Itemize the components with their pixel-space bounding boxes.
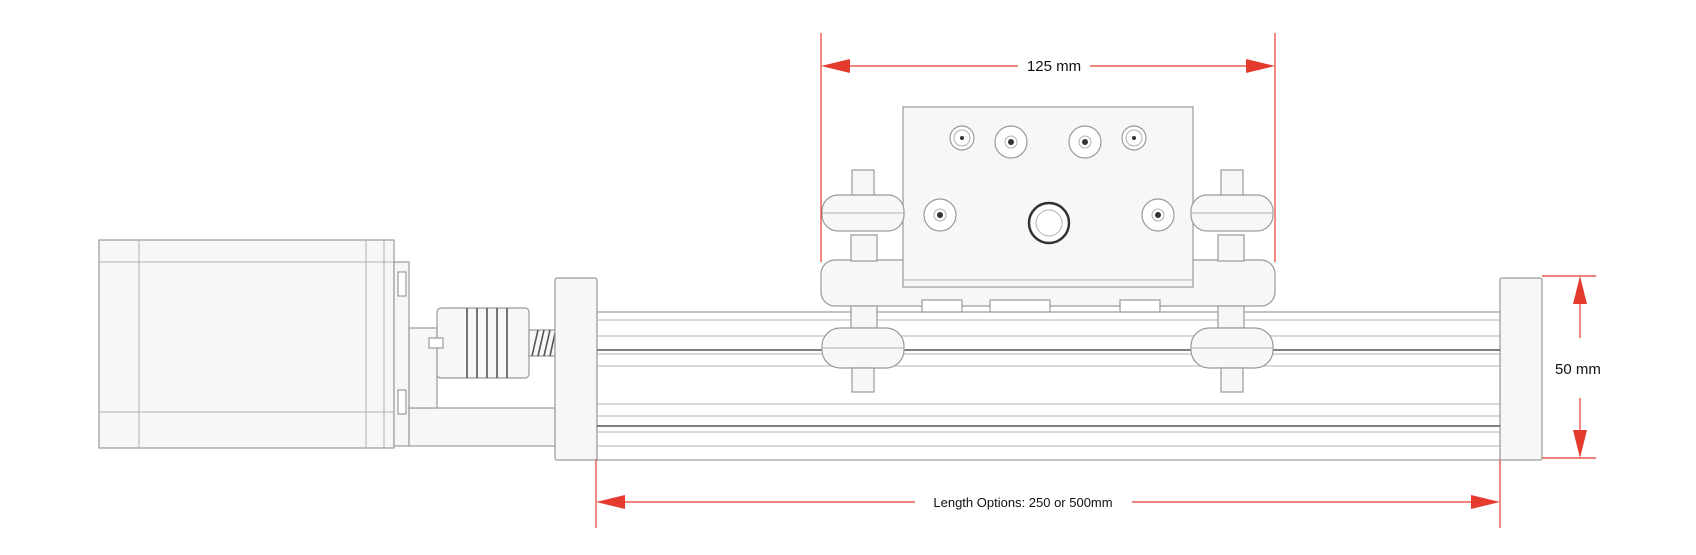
v-wheel-top-left [821,169,905,262]
stepper-motor [98,239,410,449]
dimension-label-rail-length: Length Options: 250 or 500mm [933,495,1112,510]
carriage-screw-icon [923,125,1175,232]
arrow-up-icon [1573,276,1587,304]
rail-end-plate-right [1499,277,1543,461]
dimension-label-rail-height: 50 mm [1555,361,1601,378]
dimension-rail-length: Length Options: 250 or 500mm [595,460,1501,528]
lead-screw [528,329,556,357]
v-wheel-bottom-left [821,305,905,393]
gantry-carriage [820,106,1276,393]
arrow-right-icon [1246,59,1275,73]
lead-nut-icon [1027,201,1071,245]
v-wheel-top-right [1190,169,1274,262]
arrow-left-icon [821,59,850,73]
extrusion-rail [596,311,1501,461]
rail-end-plate-left [554,277,598,461]
motor-mount-bracket [408,327,556,447]
dimension-label-carriage-width: 125 mm [1027,58,1081,75]
arrow-left-icon [596,495,625,509]
v-wheel-bottom-right [1190,305,1274,393]
arrow-right-icon [1471,495,1500,509]
shaft-coupling [428,307,530,379]
dimension-rail-height: 50 mm [1542,275,1610,459]
arrow-down-icon [1573,430,1587,458]
dimension-carriage-width: 125 mm [820,33,1276,262]
